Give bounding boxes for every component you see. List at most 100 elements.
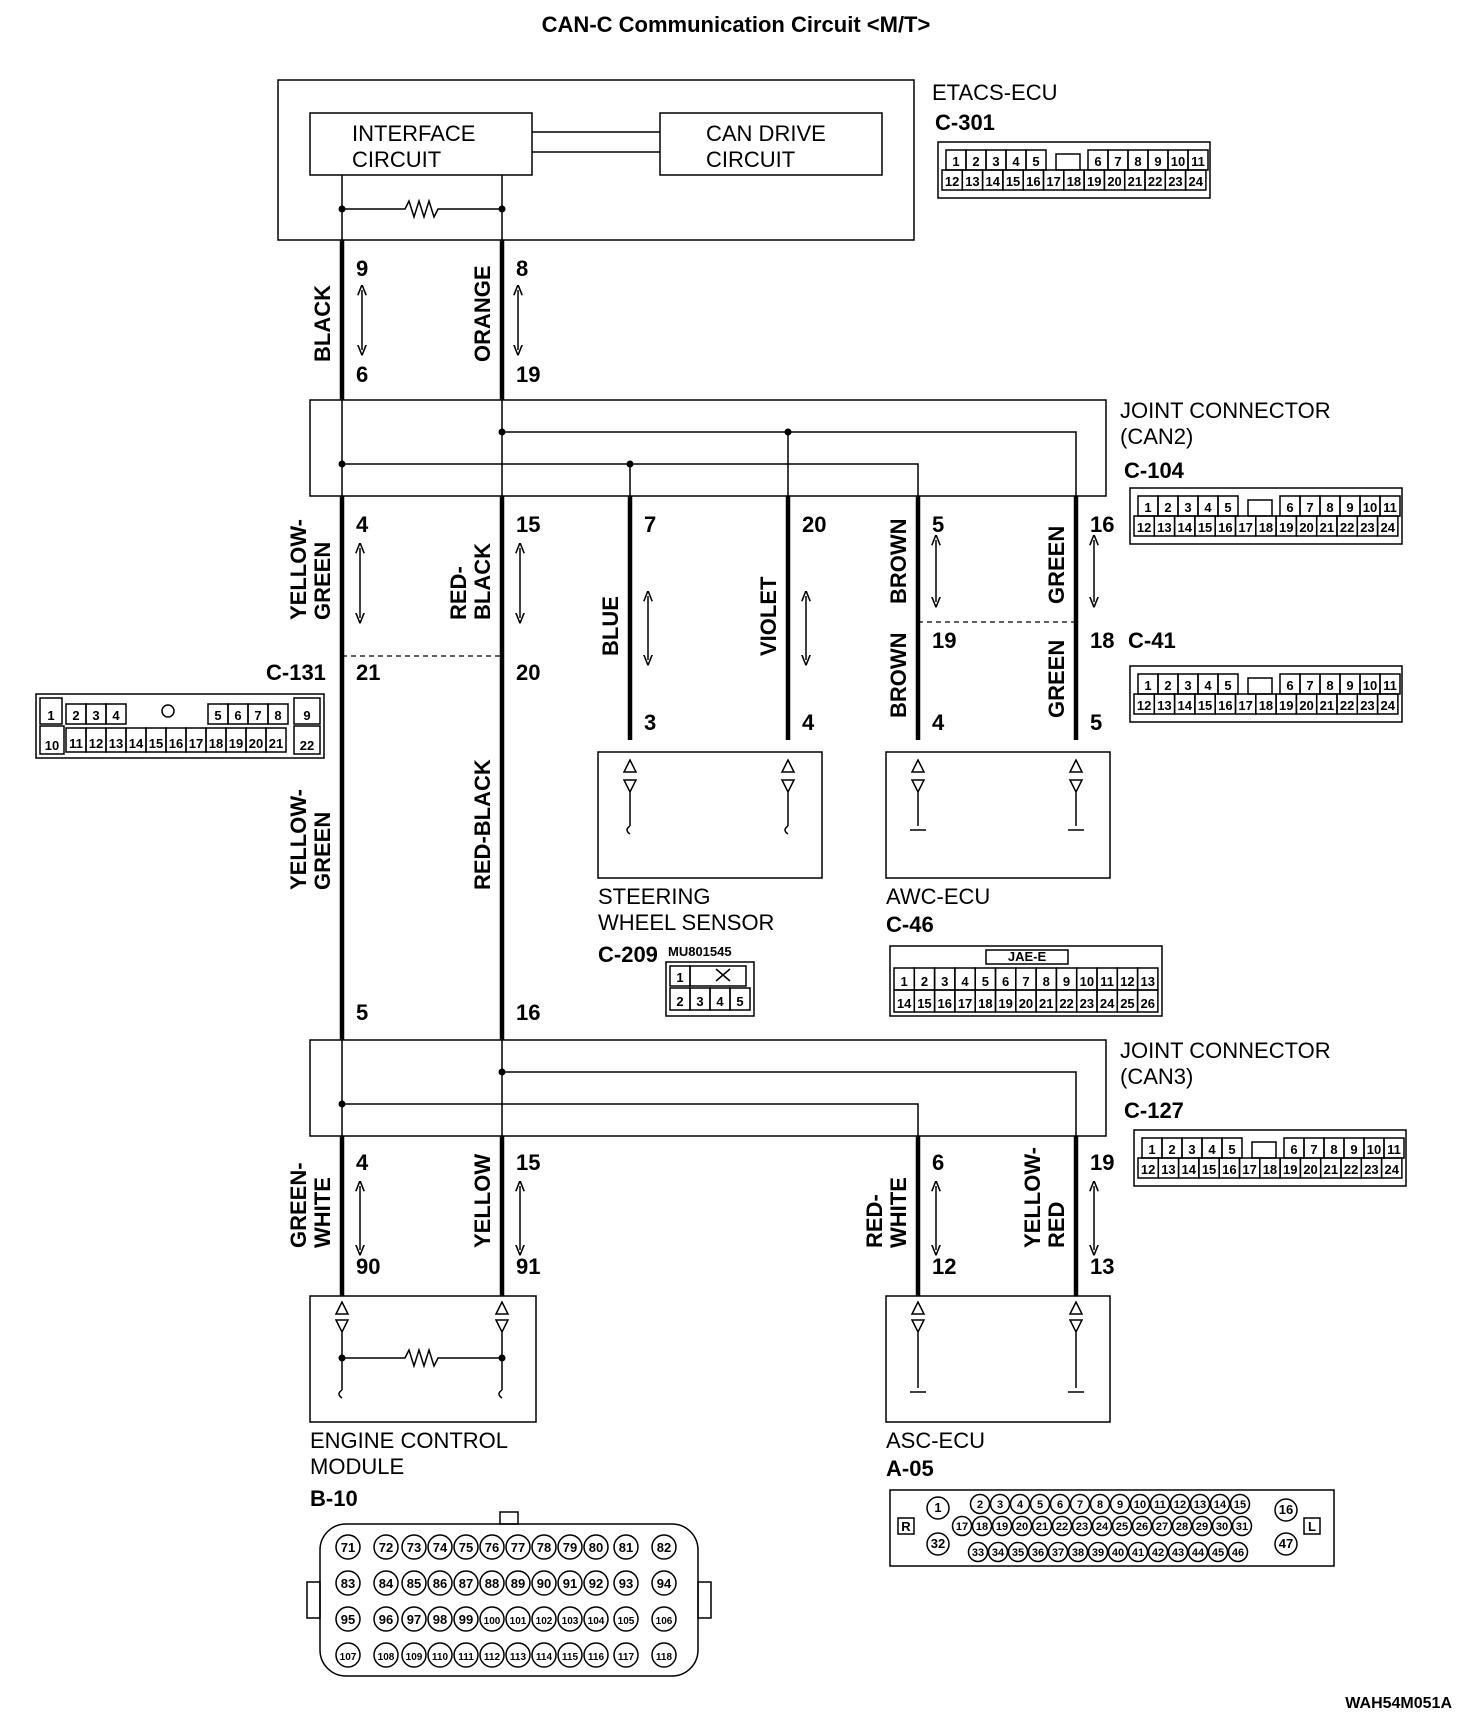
etacs-pin-label: 23 <box>1168 174 1182 189</box>
joint_can3-pin-label: 21 <box>1324 1162 1338 1177</box>
steering-pin-label: 3 <box>696 994 703 1009</box>
asc-pin-label: 24 <box>1096 1521 1109 1533</box>
c131-pin-label: 22 <box>300 738 314 753</box>
joint_can3-pin-label: 3 <box>1188 1142 1195 1157</box>
pin-steer-violet: 4 <box>802 710 815 735</box>
c131-pin-label: 8 <box>274 708 281 723</box>
awc-pin-label: 23 <box>1080 996 1094 1011</box>
steering-pin-label: 1 <box>676 970 683 985</box>
ecm-pin-label: 77 <box>511 1540 525 1555</box>
c41-pin-label: 14 <box>1178 698 1193 713</box>
asc-pin-label: 9 <box>1117 1499 1123 1511</box>
asc-pin-label: 15 <box>1234 1499 1246 1511</box>
ecm-pin-label: 90 <box>537 1576 551 1591</box>
joint_can2-pin-label: 22 <box>1340 520 1354 535</box>
awc-pin-label: 19 <box>998 996 1012 1011</box>
c131-pin-label: 2 <box>72 708 79 723</box>
ecm-pin-label: 114 <box>536 1652 553 1663</box>
c41-pin-label: 13 <box>1157 698 1171 713</box>
awc-pin-label: 5 <box>982 974 989 989</box>
joint-can2-label-2: (CAN2) <box>1120 424 1193 449</box>
asc-pin-label: 23 <box>1076 1521 1088 1533</box>
wire-color-green-white-1: GREEN- <box>286 1162 311 1248</box>
steering-label-1: STEERING <box>598 884 710 909</box>
ecm-pin-label: 109 <box>406 1652 423 1663</box>
awc-pin-label: 6 <box>1002 974 1009 989</box>
wire-color-brown-upper: BROWN <box>886 518 911 604</box>
joint_can3-pin-label: 12 <box>1141 1162 1155 1177</box>
joint_can2-pin-label: 15 <box>1198 520 1212 535</box>
joint_can3-pin-label: 9 <box>1350 1142 1357 1157</box>
awc-pin-label: 26 <box>1141 996 1155 1011</box>
wire-color-green-upper: GREEN <box>1044 526 1069 604</box>
pin-asc-yr: 13 <box>1090 1254 1114 1279</box>
asc-pin-label: 28 <box>1176 1521 1188 1533</box>
asc-pin-label: 14 <box>1214 1499 1227 1511</box>
ecm-pin-label: 86 <box>433 1576 447 1591</box>
awc-pin-label: 15 <box>917 996 931 1011</box>
c131-pin-label: 13 <box>109 736 123 751</box>
etacs-pin-label: 1 <box>952 154 959 169</box>
ecm-pin-label: 88 <box>485 1576 499 1591</box>
asc-pin-label: 4 <box>1017 1499 1024 1511</box>
steering-pin-label: 4 <box>716 994 724 1009</box>
asc-pin-label: 34 <box>992 1547 1005 1559</box>
asc-pin-label: 18 <box>976 1521 988 1533</box>
asc-pin-label: 39 <box>1092 1547 1104 1559</box>
ecm-pin-label: 100 <box>484 1616 501 1627</box>
joint-connector-can3-block <box>309 1039 1107 1137</box>
joint_can2-pin-label: 17 <box>1238 520 1252 535</box>
ecm-pin-label: 85 <box>407 1576 421 1591</box>
awc-pin-label: 21 <box>1039 996 1053 1011</box>
pin-can3-out-y: 15 <box>516 1150 540 1175</box>
ecm-pin-label: 98 <box>433 1612 447 1627</box>
awc-pin-label: 7 <box>1022 974 1029 989</box>
etacs-ecu-block: INTERFACE CIRCUIT CAN DRIVE CIRCUIT <box>277 79 915 241</box>
asc-pin-label: 45 <box>1212 1547 1224 1559</box>
wire-color-green-lower: GREEN <box>1044 640 1069 718</box>
etacs-connector-id: C-301 <box>935 110 995 135</box>
awc-pin-label: 10 <box>1080 974 1094 989</box>
interface-circuit-label-1: INTERFACE <box>352 121 475 146</box>
etacs-pin-label: 6 <box>1094 154 1101 169</box>
pin-can2-out-yg: 4 <box>356 512 369 537</box>
ecm-pin-label: 82 <box>657 1540 671 1555</box>
joint_can3-pin-label: 8 <box>1330 1142 1337 1157</box>
c131-pin-label: 14 <box>129 736 144 751</box>
wire-color-yellow-green-long-1: YELLOW- <box>286 789 311 890</box>
pin-c131-yg: 21 <box>356 660 380 685</box>
wire-color-brown-lower: BROWN <box>886 632 911 718</box>
awc-connector-id: C-46 <box>886 912 934 937</box>
joint-can3-label-2: (CAN3) <box>1120 1064 1193 1089</box>
pin-c41-brown: 19 <box>932 628 956 653</box>
etacs-pin-label: 5 <box>1032 154 1039 169</box>
etacs-pin-label: 18 <box>1067 174 1081 189</box>
c131-pin-label: 12 <box>89 736 103 751</box>
wire-color-yellow-green-long-2: GREEN <box>310 812 335 890</box>
joint_can3-pin-label: 20 <box>1303 1162 1317 1177</box>
asc-pin-label: 19 <box>996 1521 1008 1533</box>
joint_can3-pin-label: 17 <box>1242 1162 1256 1177</box>
joint_can3-pin-label: 1 <box>1148 1142 1155 1157</box>
awc-pin-label: 13 <box>1141 974 1155 989</box>
wire-color-yellow-red-2: RED <box>1044 1202 1069 1248</box>
etacs-pin-label: 16 <box>1026 174 1040 189</box>
asc-pin-label: 25 <box>1116 1521 1128 1533</box>
joint_can3-pin-label: 5 <box>1228 1142 1235 1157</box>
asc-pin-label: 2 <box>977 1499 983 1511</box>
joint_can3-pin-label: 2 <box>1168 1142 1175 1157</box>
joint-can3-connector-id: C-127 <box>1124 1098 1184 1123</box>
joint_can3-pin-label: 23 <box>1364 1162 1378 1177</box>
ecm-pin-label: 106 <box>656 1616 673 1627</box>
c41-pin-label: 3 <box>1184 678 1191 693</box>
joint_can3-pin-label: 18 <box>1263 1162 1277 1177</box>
joint_can3-pin-label: 15 <box>1202 1162 1216 1177</box>
wire-color-yellow-green-2: GREEN <box>310 542 335 620</box>
joint_can3-pin-label: 6 <box>1290 1142 1297 1157</box>
pin-awc-brown: 4 <box>932 710 945 735</box>
joint_can2-pin-label: 9 <box>1346 500 1353 515</box>
